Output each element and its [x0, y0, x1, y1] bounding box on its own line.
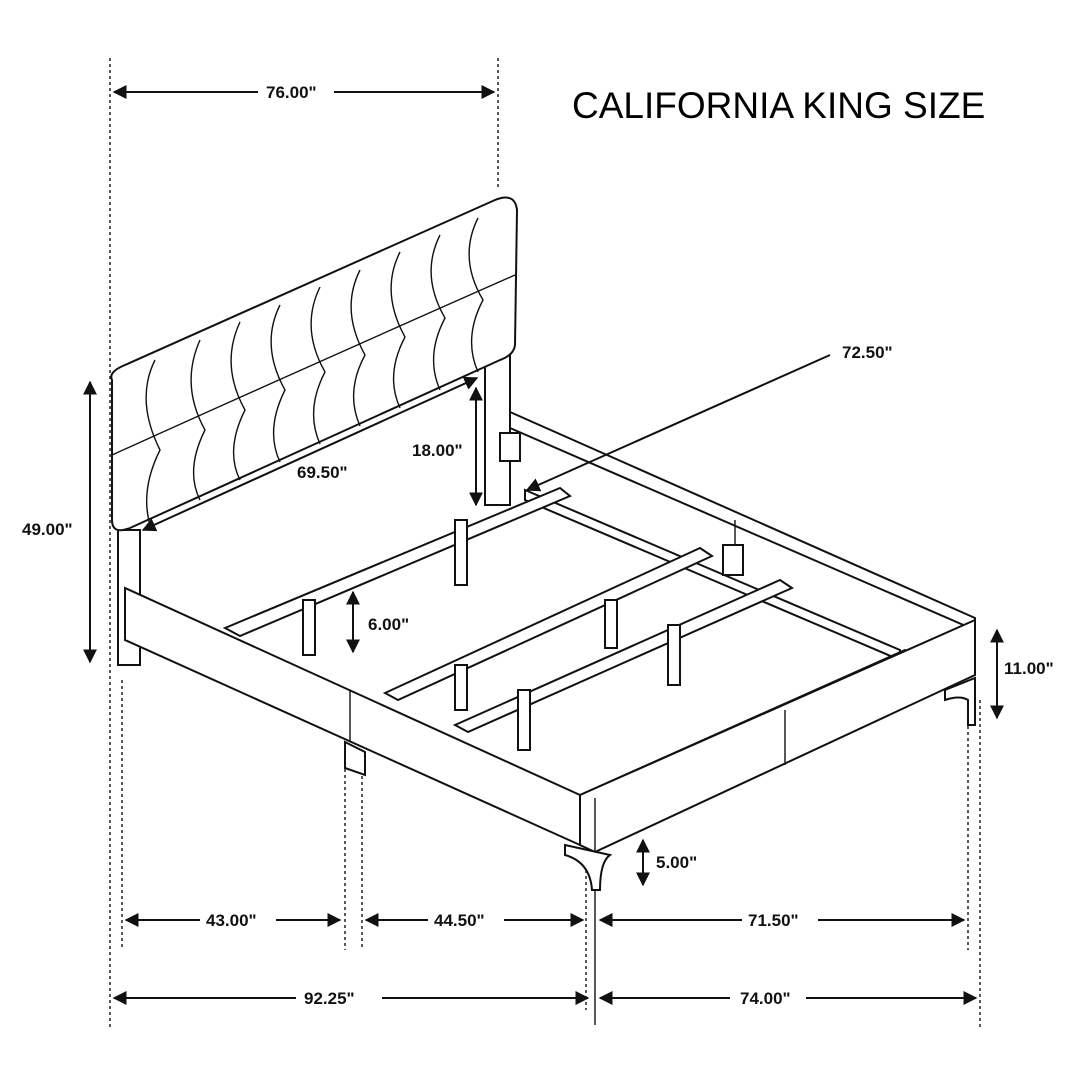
extension-lines — [109, 58, 981, 1028]
label-center-leg-height: 6.00" — [368, 615, 409, 634]
label-total-height: 49.00" — [22, 520, 73, 539]
label-slat-length: 72.50" — [842, 343, 893, 362]
label-inner-width: 71.50" — [748, 911, 799, 930]
diagram-title: CALIFORNIA KING SIZE — [572, 85, 985, 126]
label-headboard-width: 69.50" — [297, 463, 348, 482]
label-headboard-height: 18.00" — [412, 441, 463, 460]
dimension-arrows — [83, 85, 1004, 1005]
label-overall-length: 92.25" — [304, 989, 355, 1008]
label-overall-width: 76.00" — [266, 83, 317, 102]
label-rail-segment-1: 43.00" — [206, 911, 257, 930]
dimension-labels: 76.00" 72.50" 18.00" 69.50" 49.00" 6.00"… — [22, 80, 1054, 1010]
label-rail-segment-2: 44.50" — [434, 911, 485, 930]
bed-frame — [124, 410, 976, 891]
label-width: 74.00" — [740, 989, 791, 1008]
label-leg-height: 5.00" — [656, 853, 697, 872]
label-rail-height: 11.00" — [1004, 659, 1054, 678]
